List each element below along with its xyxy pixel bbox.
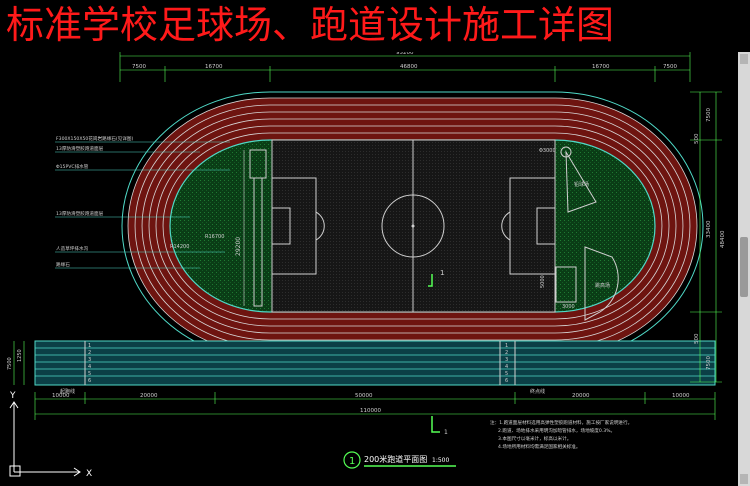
svg-text:20000: 20000: [572, 393, 590, 399]
svg-text:Y: Y: [9, 391, 16, 401]
svg-text:1250: 1250: [17, 349, 23, 362]
finish-line-label: 终点线: [530, 388, 545, 395]
scroll-up-arrow-icon[interactable]: [740, 54, 748, 64]
pit-height-dim: 5000: [540, 275, 546, 288]
svg-text:注：1.跑道面层材料选用高弹性塑胶跑道材料，施工按厂家说明进: 注：1.跑道面层材料选用高弹性塑胶跑道材料，施工按厂家说明进行。: [490, 419, 632, 426]
left-annotations: F300X150X50花岗岩路缘石(见详图) 13厚防滑塑胶跑道面层 Φ15PV…: [55, 135, 230, 269]
svg-text:6: 6: [88, 378, 91, 384]
straight-track-100m: [34, 340, 716, 386]
high-jump-label: 跳高场: [595, 282, 610, 289]
scrollbar-thumb[interactable]: [740, 237, 748, 297]
svg-text:2.跑道、场地排水采用明沟加暗管排水，场地坡度0.3%。: 2.跑道、场地排水采用明沟加暗管排水，场地坡度0.3%。: [498, 427, 615, 434]
svg-text:X: X: [86, 469, 92, 479]
svg-text:110000: 110000: [360, 408, 381, 414]
title-banner: 标准学校足球场、跑道设计施工详图: [0, 0, 750, 52]
svg-text:10000: 10000: [52, 393, 70, 399]
svg-text:16700: 16700: [205, 64, 223, 70]
lane-numbers-right: 1 2 3 4 5 6: [505, 343, 508, 384]
lane-numbers-left: 1 2 3 4 5 6: [88, 343, 91, 384]
drawing-scale: 1:500: [432, 457, 449, 464]
svg-text:500: 500: [694, 133, 700, 144]
svg-text:7500: 7500: [706, 356, 712, 370]
svg-text:33400: 33400: [706, 220, 712, 238]
radius-label-2: R14200: [170, 244, 189, 250]
drawing-title: 200米跑道平面图: [364, 454, 427, 464]
svg-text:1: 1: [440, 269, 444, 277]
svg-text:46800: 46800: [400, 64, 418, 70]
svg-text:5: 5: [88, 371, 91, 377]
svg-text:16700: 16700: [592, 64, 610, 70]
svg-text:1: 1: [88, 343, 91, 349]
svg-text:4: 4: [505, 364, 508, 370]
svg-text:人造草坪排水沟: 人造草坪排水沟: [56, 245, 89, 252]
svg-text:95200: 95200: [396, 52, 414, 56]
svg-text:1: 1: [444, 429, 448, 436]
svg-text:5: 5: [505, 371, 508, 377]
svg-text:6: 6: [505, 378, 508, 384]
svg-text:50000: 50000: [355, 393, 373, 399]
svg-text:10000: 10000: [672, 393, 690, 399]
svg-text:48400: 48400: [720, 230, 726, 248]
bottom-section-marker: 1: [431, 416, 448, 436]
jump-length-dim: 29200: [235, 237, 242, 256]
bottom-dimensions: 10000 20000 50000 20000 10000 110000: [34, 392, 716, 420]
top-dimensions: 95200 7500 16700 46800 16700 7500: [119, 52, 691, 82]
svg-text:3.本图尺寸以毫米计，标高以米计。: 3.本图尺寸以毫米计，标高以米计。: [498, 435, 571, 442]
svg-text:F300X150X50花岗岩路缘石(见详图): F300X150X50花岗岩路缘石(见详图): [56, 135, 133, 142]
svg-text:2: 2: [505, 350, 508, 356]
svg-text:7500: 7500: [7, 357, 13, 370]
radius-label-1: R16700: [205, 234, 224, 240]
svg-text:7500: 7500: [706, 108, 712, 122]
start-line-label: 起跑线: [60, 388, 75, 395]
svg-text:7500: 7500: [663, 64, 677, 70]
long-jump-runway: [243, 149, 267, 307]
design-notes: 注：1.跑道面层材料选用高弹性塑胶跑道材料，施工按厂家说明进行。 2.跑道、场地…: [490, 419, 632, 450]
svg-text:1: 1: [505, 343, 508, 349]
svg-text:4.场地所用材料均需满足国家相关标准。: 4.场地所用材料均需满足国家相关标准。: [498, 443, 580, 450]
svg-text:13厚防滑塑胶跑道面层: 13厚防滑塑胶跑道面层: [56, 145, 104, 152]
section-marker: 1: [428, 269, 444, 287]
cad-drawing-canvas[interactable]: 29200 铅球场 跳高场 Φ3000 3000 5000 R16700 R14…: [0, 52, 738, 486]
left-dimensions: 7500 1250: [7, 341, 25, 385]
ucs-axis-icon: Y X: [9, 391, 92, 479]
circle-dim: Φ3000: [539, 148, 556, 154]
svg-text:7500: 7500: [132, 64, 146, 70]
svg-text:13厚防滑塑胶跑道面层: 13厚防滑塑胶跑道面层: [56, 210, 104, 217]
right-dimensions: 48400 33400 7500 7500 500 500: [690, 91, 726, 383]
svg-text:4: 4: [88, 364, 91, 370]
drawing-title-block: 1 200米跑道平面图 1:500: [343, 451, 456, 469]
vertical-scrollbar[interactable]: [738, 52, 750, 486]
page-title: 标准学校足球场、跑道设计施工详图: [6, 3, 615, 47]
svg-text:3: 3: [505, 357, 508, 363]
svg-text:3: 3: [88, 357, 91, 363]
svg-text:路缘石: 路缘石: [56, 261, 70, 268]
svg-text:500: 500: [694, 333, 700, 344]
svg-text:1: 1: [349, 456, 355, 467]
svg-text:20000: 20000: [140, 393, 158, 399]
scroll-down-arrow-icon[interactable]: [740, 474, 748, 484]
svg-text:Φ15PVC排水管: Φ15PVC排水管: [56, 163, 89, 170]
shot-put-area: [555, 146, 619, 321]
shot-put-label: 铅球场: [574, 181, 589, 188]
pit-width-dim: 3000: [562, 304, 575, 310]
svg-text:2: 2: [88, 350, 91, 356]
football-field: [271, 139, 556, 313]
